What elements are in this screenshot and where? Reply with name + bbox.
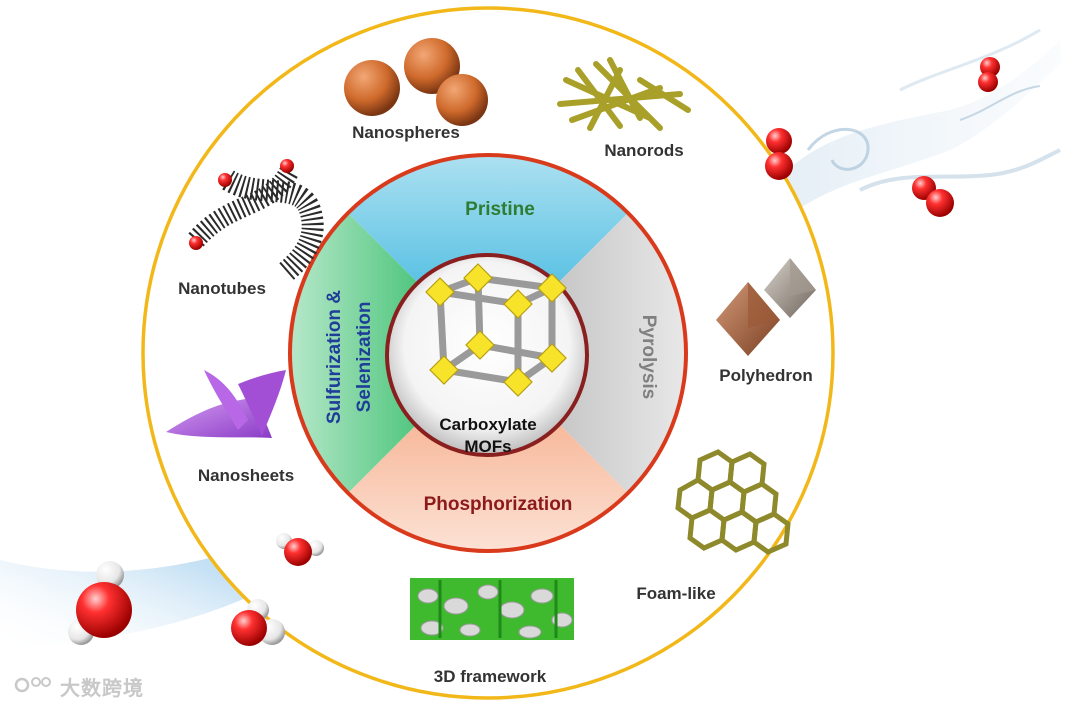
label-polyhedron: Polyhedron [719,366,813,385]
sulfurization-wedge [290,155,488,551]
label-foam: Foam-like [636,584,715,603]
method-label-sulfurization-line1: Sulfurization & [324,290,345,424]
center-label-line1: Carboxylate [439,415,536,434]
label-framework: 3D framework [434,667,547,686]
watermark-logo-icon [14,675,54,700]
method-wedges [290,155,686,551]
method-label-pristine: Pristine [465,199,535,220]
foam-icon [675,449,791,555]
method-label-pyrolysis: Pyrolysis [638,315,659,400]
watermark-text: 大数跨境 [60,676,144,700]
label-nanorods: Nanorods [604,141,683,160]
label-nanosheets: Nanosheets [198,466,294,485]
phosphorization-wedge [290,353,686,551]
nanotubes-icon [188,159,324,281]
framework-icon [410,578,574,640]
water-molecule-icon [68,533,324,646]
label-nanotubes: Nanotubes [178,279,266,298]
pyrolysis-wedge [488,155,686,551]
method-label-phosphorization: Phosphorization [424,494,573,515]
core-disc [385,253,589,457]
nanorods-icon [557,57,691,131]
method-label-sulfurization-line2: Selenization [354,302,375,413]
nanospheres-icon [344,38,488,126]
center-label-line2: MOFs [464,437,511,456]
pristine-wedge [290,155,686,353]
label-nanospheres: Nanospheres [352,123,460,142]
oxygen-molecule-icon [765,57,1000,217]
inner-ring [288,153,688,553]
mof-node-icons [425,263,567,397]
polyhedron-icon [716,258,816,356]
nanosheets-icon [166,370,286,438]
watermark: 大数跨境 [14,672,144,701]
